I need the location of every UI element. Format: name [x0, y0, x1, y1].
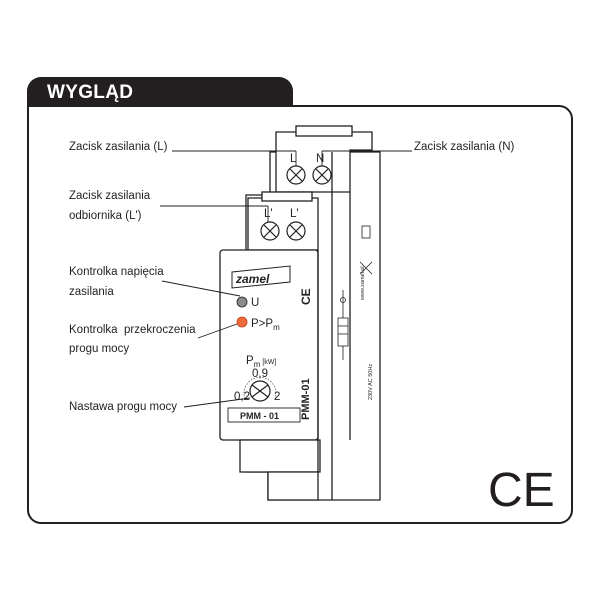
- terminal-l-mark: L: [290, 153, 297, 165]
- side-ce-mark: CE: [299, 288, 313, 305]
- callout-threshold: Nastawa progu mocy: [69, 401, 177, 413]
- voltage-led: [236, 296, 248, 308]
- side-wiring-schematic: [337, 225, 373, 360]
- power-label: Pm[kW]: [246, 355, 276, 369]
- brand-logo: zamel: [231, 265, 291, 289]
- brand-name: zamel: [235, 272, 270, 286]
- section-title: WYGLĄD: [47, 82, 134, 103]
- terminal-top: [286, 165, 332, 185]
- ce-mark: CE: [488, 464, 555, 517]
- side-model-label: PMM-01: [300, 378, 312, 420]
- overload-led-label: P>Pm: [251, 318, 280, 332]
- terminal-n-mark: N: [316, 153, 324, 165]
- side-web-text: www.zamel.pl: [360, 266, 366, 301]
- terminal-mid: [260, 221, 306, 241]
- overload-led: [236, 316, 248, 328]
- content-frame: [27, 105, 573, 524]
- din-housing: [219, 125, 381, 501]
- callout-overload-led-line1: Kontrolka przekroczenia: [69, 324, 196, 336]
- model-label: PMM - 01: [240, 411, 279, 421]
- side-spec-text: 230V AC 50Hz: [368, 364, 374, 400]
- callout-voltage-led-line2: zasilania: [69, 286, 114, 298]
- callout-terminal-lp-line2: odbiornika (L'): [69, 210, 142, 222]
- knob-scale-mid: 0,9: [252, 368, 268, 380]
- callout-terminal-l: Zacisk zasilania (L): [69, 141, 168, 153]
- knob-scale-min: 0,2: [234, 391, 250, 403]
- callout-terminal-lp-line1: Zacisk zasilania: [69, 190, 151, 202]
- callout-terminal-n: Zacisk zasilania (N): [414, 141, 514, 153]
- header-tab: [27, 77, 293, 107]
- terminal-lp2-mark: L': [290, 208, 299, 220]
- callout-voltage-led-line1: Kontrolka napięcia: [69, 266, 164, 278]
- callout-leaders: [160, 150, 412, 408]
- voltage-led-label: U: [251, 297, 259, 309]
- knob-scale-max: 2: [274, 391, 280, 403]
- model-plate: [227, 407, 301, 423]
- callout-overload-led-line2: progu mocy: [69, 343, 129, 355]
- threshold-knob[interactable]: [243, 377, 277, 402]
